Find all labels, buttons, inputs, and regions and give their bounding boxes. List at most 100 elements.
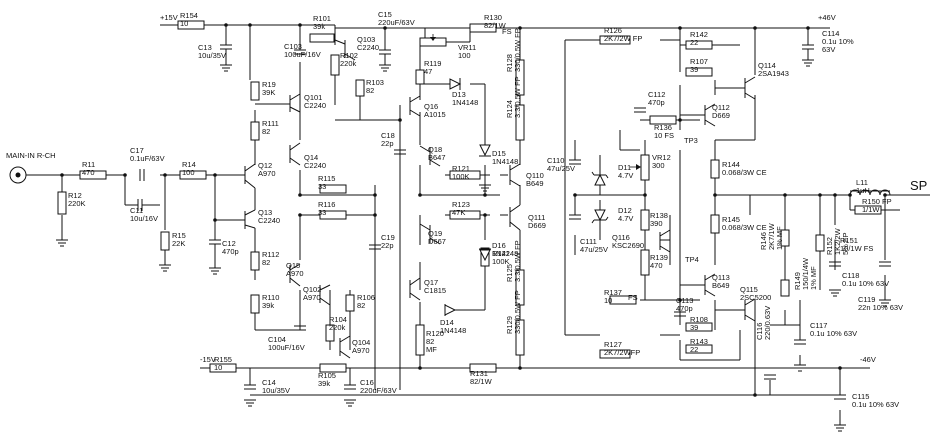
part-label-line: R15 (172, 231, 186, 240)
part-label-line: R103 (366, 78, 384, 87)
diode-symbols (444, 78, 609, 316)
part-label-line: C117 (810, 321, 827, 330)
part-label-line: R151 (840, 236, 858, 245)
part-label-line: 390 (650, 219, 663, 228)
label-pos15: +15V (160, 13, 178, 22)
part-label-line: D669 (528, 221, 546, 230)
part-label-line: Q102 (303, 285, 321, 294)
part-label-r128: R128330/0.5W FP (505, 28, 522, 72)
part-label-line: A970 (352, 346, 370, 355)
capacitor-bodies (125, 44, 891, 400)
part-label-line: Q110 (526, 171, 544, 180)
part-label-line: 220k (340, 59, 357, 68)
part-label-line: R12 (68, 191, 82, 200)
part-label-line: 39 (690, 65, 698, 74)
part-label-line: D15 (492, 149, 506, 158)
part-label-line: R19 (262, 80, 276, 89)
part-label-line: 470p (222, 247, 239, 256)
part-label-line: 1uH (856, 186, 870, 195)
part-label-line: VR12 (652, 153, 671, 162)
part-label-line: 39k (262, 301, 274, 310)
part-label-line: C118 (842, 271, 859, 280)
part-label-line: Q19 (428, 229, 442, 238)
part-label-line: R119 (424, 59, 441, 68)
part-label-line: D13 (452, 90, 466, 99)
part-label-line: 10u/16V (130, 214, 158, 223)
part-label-line: 4.7V (618, 214, 633, 223)
part-label-line: Q112 (712, 103, 730, 112)
part-label-line: Q103 (357, 35, 375, 44)
part-label-line: C16 (360, 378, 374, 387)
part-label-line: 0.1u 10% 63V (810, 329, 857, 338)
part-label-line: 10 FS (654, 131, 674, 140)
part-label-line: 39K (262, 88, 275, 97)
part-label-line: MF (426, 345, 437, 354)
part-label-line: R152 (825, 237, 834, 255)
part-label-r152: R1521K2/2W5% FP (825, 227, 850, 255)
part-label-line: 300 (652, 161, 665, 170)
part-label-line: Q111 (528, 213, 545, 222)
part-label-line: C111 (580, 237, 597, 246)
input-connector[interactable] (9, 166, 27, 184)
part-label-line: Q104 (352, 338, 370, 347)
part-label-line: 2SC5200 (740, 293, 771, 302)
part-label-line: C114 (822, 29, 839, 38)
part-label-line: 470p (648, 98, 665, 107)
part-label-line: R11 (82, 160, 95, 169)
part-label-line: 47u/25V (580, 245, 608, 254)
part-label-line: R150 FP (862, 197, 892, 206)
part-label-line: 330/0.5W FP (513, 290, 522, 334)
part-label-line: R138 (650, 211, 668, 220)
part-label-line: 0.068/3W CE (722, 223, 767, 232)
part-label-line: C116 (755, 323, 764, 340)
part-label-line: 82 (357, 301, 365, 310)
part-label-line: 0.068/3W CE (722, 168, 767, 177)
part-label-line: 220uF/63V (360, 386, 397, 395)
part-label-line: R105 (318, 371, 336, 380)
label-output-sp: SP (910, 178, 927, 193)
part-label-line: R154 (180, 11, 198, 20)
part-label-line: R155 (214, 355, 232, 364)
part-label-line: 47K (452, 208, 465, 217)
part-label-line: C19 (381, 233, 395, 242)
part-label-line: 33 (318, 208, 326, 217)
part-label-line: C113 (676, 296, 693, 305)
part-label-line: D14 (440, 318, 454, 327)
rail-labels: +15V +46V -15V -46V MAIN-IN R-CH SP FS F… (6, 13, 927, 364)
part-label-line: R149 (793, 272, 802, 290)
part-label-line: 10u/35V (262, 386, 290, 395)
part-label-line: 22K (172, 239, 185, 248)
part-label-line: 82 (366, 86, 374, 95)
